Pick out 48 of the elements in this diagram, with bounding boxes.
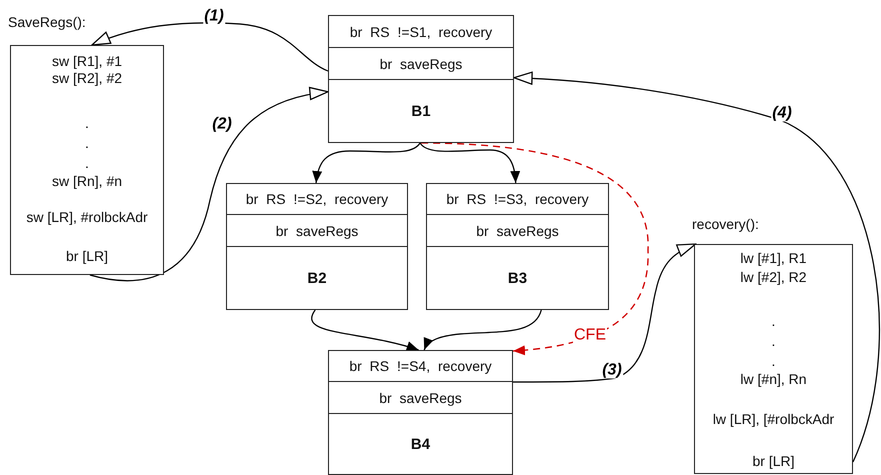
basic-block-box (226, 183, 408, 310)
code-line: . (84, 135, 90, 151)
instruction-text: br RS !=S1, recovery (350, 24, 492, 40)
code-line: lw [LR], [#rolbckAdr (712, 411, 836, 427)
edge-label: (4) (771, 104, 793, 122)
basic-block-box (328, 15, 514, 143)
instruction-text: br RS !=S2, recovery (246, 191, 388, 207)
instruction-text: br saveRegs (276, 222, 358, 238)
code-line: sw [R1], #1 (50, 53, 124, 69)
code-line: br [LR] (751, 453, 796, 469)
edge-label: (3) (601, 362, 623, 378)
arrow (420, 142, 520, 184)
arrow (90, 88, 329, 282)
arrow (424, 310, 542, 350)
basic-block-box (426, 183, 609, 310)
arrow (312, 142, 421, 184)
instruction-text: br RS !=S4, recovery (349, 358, 492, 374)
function-label: SaveRegs(): (8, 14, 86, 30)
arrow (513, 72, 880, 462)
edge-label: CFE (573, 326, 607, 344)
block-name: B1 (411, 102, 431, 120)
code-line: lw [#1], R1 (739, 250, 808, 266)
instruction-text: br saveRegs (476, 222, 559, 238)
code-line: sw [R2], #2 (50, 70, 124, 86)
block-name: B2 (307, 270, 327, 286)
code-line: sw [Rn], #n (50, 173, 124, 189)
code-line: . (84, 155, 90, 171)
instruction-text: br saveRegs (380, 56, 462, 72)
block-name: B4 (410, 436, 430, 452)
code-line: br [LR] (64, 248, 109, 264)
code-line: . (770, 353, 776, 369)
instruction-text: br RS !=S3, recovery (446, 191, 589, 207)
code-line: sw [LR], #rolbckAdr (25, 209, 149, 225)
edge-label: (2) (211, 116, 233, 132)
basic-block-box (328, 350, 513, 475)
arrow (91, 22, 328, 72)
edge-label: (1) (203, 8, 225, 24)
arrow (513, 243, 696, 383)
dashed-arrow (420, 142, 649, 355)
code-line: . (770, 313, 776, 329)
code-line: . (84, 115, 90, 131)
code-line: lw [#n], Rn (739, 371, 808, 387)
code-line: lw [#2], R2 (739, 269, 808, 285)
arrow (311, 310, 419, 352)
instruction-text: br saveRegs (379, 390, 462, 406)
code-line: . (770, 333, 776, 349)
function-label: recovery(): (692, 216, 759, 232)
block-name: B3 (508, 270, 528, 286)
